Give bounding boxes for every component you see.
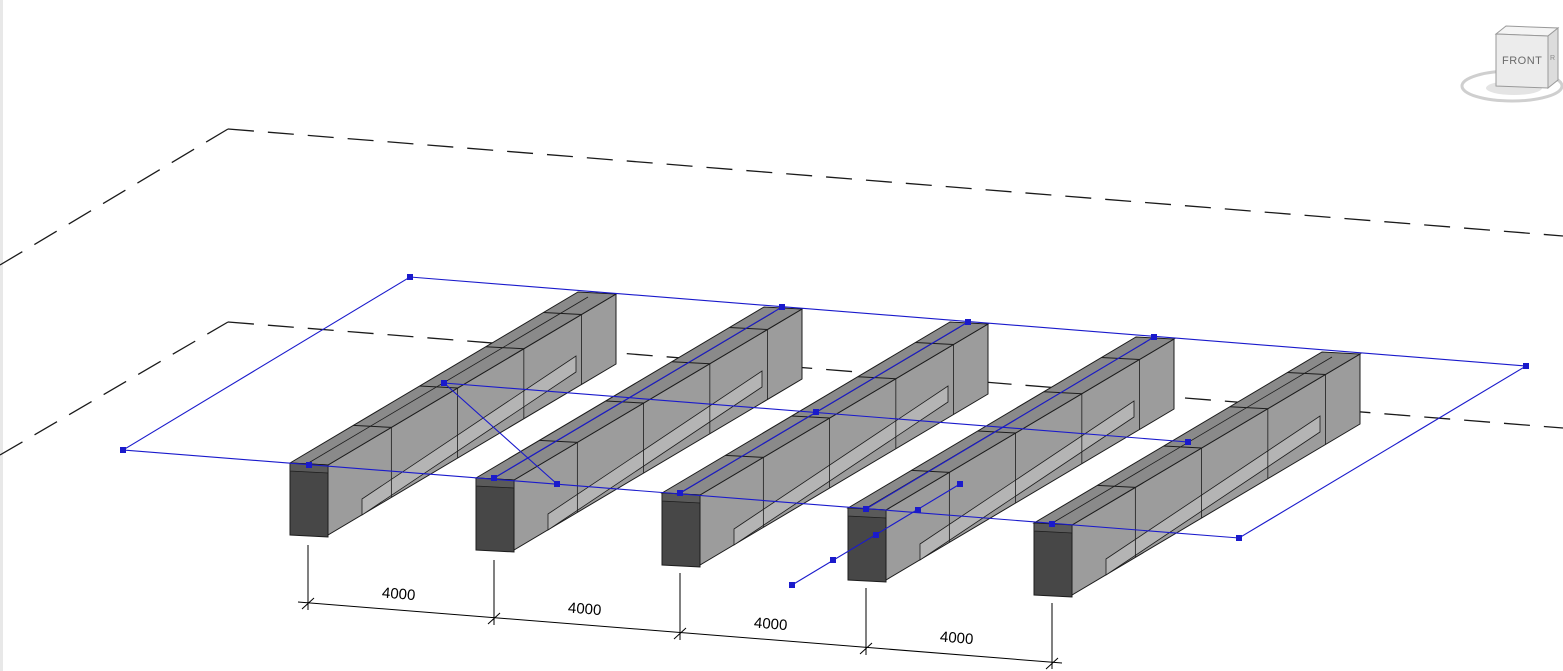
tick-mark [1045,657,1059,670]
grip-handle-14[interactable] [1185,439,1191,445]
beam-2[interactable] [474,306,804,553]
reference-plane-upper-left [0,128,229,266]
beam-1-joint-1 [353,424,392,428]
beam-5-web-recess [1105,415,1321,576]
beam-5-joint-3 [1229,406,1268,410]
beam-4-end-face [847,507,887,583]
beam-5-joint-4 [1287,372,1326,376]
beam-3-joint-4 [915,342,954,346]
beam-1-joint-2 [419,385,458,389]
beam-3-joint-3 [857,376,896,380]
beam-4-joint-3 [1043,391,1082,395]
beam-1[interactable] [288,291,618,538]
beam-1-joint-3 [485,346,524,350]
dimension-label-1[interactable]: 4000 [381,585,416,605]
beam-1-web-recess [361,355,577,516]
grip-handle-18[interactable] [830,557,836,563]
tick-mark [673,627,687,640]
beam-2-joint-4 [729,327,768,331]
beam-3-axis [679,321,969,494]
dimension-label-2[interactable]: 4000 [567,600,602,620]
beam-2-web-recess [547,370,763,531]
grip-handle-4[interactable] [120,447,126,453]
beam-2-joint-1 [539,439,578,443]
reference-planes [0,128,1563,456]
grip-handle-13[interactable] [441,380,447,386]
selection-grips[interactable] [120,274,1529,588]
view-cube[interactable]: FRONT R [1460,25,1563,103]
beam-5[interactable] [1032,351,1362,598]
grip-handle-16[interactable] [554,481,560,487]
grip-handle-11[interactable] [965,319,971,325]
beam-1-joint-4 [543,312,582,316]
beam-4-joint-1 [911,469,950,473]
beam-4-axis [865,336,1155,510]
grip-handle-17[interactable] [789,582,795,588]
beam-5-joint-2 [1163,445,1202,449]
beam-4[interactable] [846,336,1176,583]
grip-handle-5[interactable] [306,462,312,468]
beam-2-end-face [475,477,515,553]
grip-handle-12[interactable] [1151,334,1157,340]
beam-3-joint-2 [791,415,830,419]
grip-handle-21[interactable] [957,481,963,487]
beam-2-axis [493,306,783,479]
beam-4-joint-2 [977,430,1016,434]
beam-5-joint-1 [1097,484,1136,488]
grip-handle-3[interactable] [1236,535,1242,541]
dimension-label-3[interactable]: 4000 [753,615,788,635]
grip-handle-15[interactable] [813,409,819,415]
dimension-chain[interactable]: 4000 4000 4000 4000 [297,545,1063,670]
reference-plane-lower-left [0,321,229,456]
reference-plane-lower-top [227,321,1563,429]
beam-4-joint-4 [1101,357,1140,361]
view-cube-front-face[interactable] [1495,33,1549,89]
reference-plane-upper-top [227,128,1563,237]
dimension-label-4[interactable]: 4000 [939,629,974,649]
grip-handle-2[interactable] [1523,363,1529,369]
tick-mark [859,642,873,655]
grip-handle-7[interactable] [677,490,683,496]
beam-3[interactable] [660,321,990,568]
beams-layer [288,291,1362,598]
viewport-left-border [0,0,3,671]
grip-handle-10[interactable] [779,304,785,310]
tick-mark [487,612,501,625]
grip-handle-1[interactable] [407,274,413,280]
beam-3-joint-1 [725,454,764,458]
tick-mark [301,597,315,610]
grip-handle-20[interactable] [915,507,921,513]
beam-5-end-face [1033,522,1073,598]
diagonal-line [443,382,558,485]
view-cube-right-label: R [1550,55,1555,62]
grip-handle-6[interactable] [491,475,497,481]
beam-4-web-recess [919,400,1135,561]
grip-handle-19[interactable] [873,532,879,538]
grip-handle-8[interactable] [863,506,869,512]
beam-1-end-face [289,462,329,538]
beam-3-end-face [661,492,701,568]
beam-3-web-recess [733,385,949,546]
grip-handle-9[interactable] [1049,521,1055,527]
beam-2-joint-2 [605,400,644,404]
beam-2-joint-3 [671,361,710,365]
view-cube-front-label[interactable]: FRONT [1502,55,1542,67]
